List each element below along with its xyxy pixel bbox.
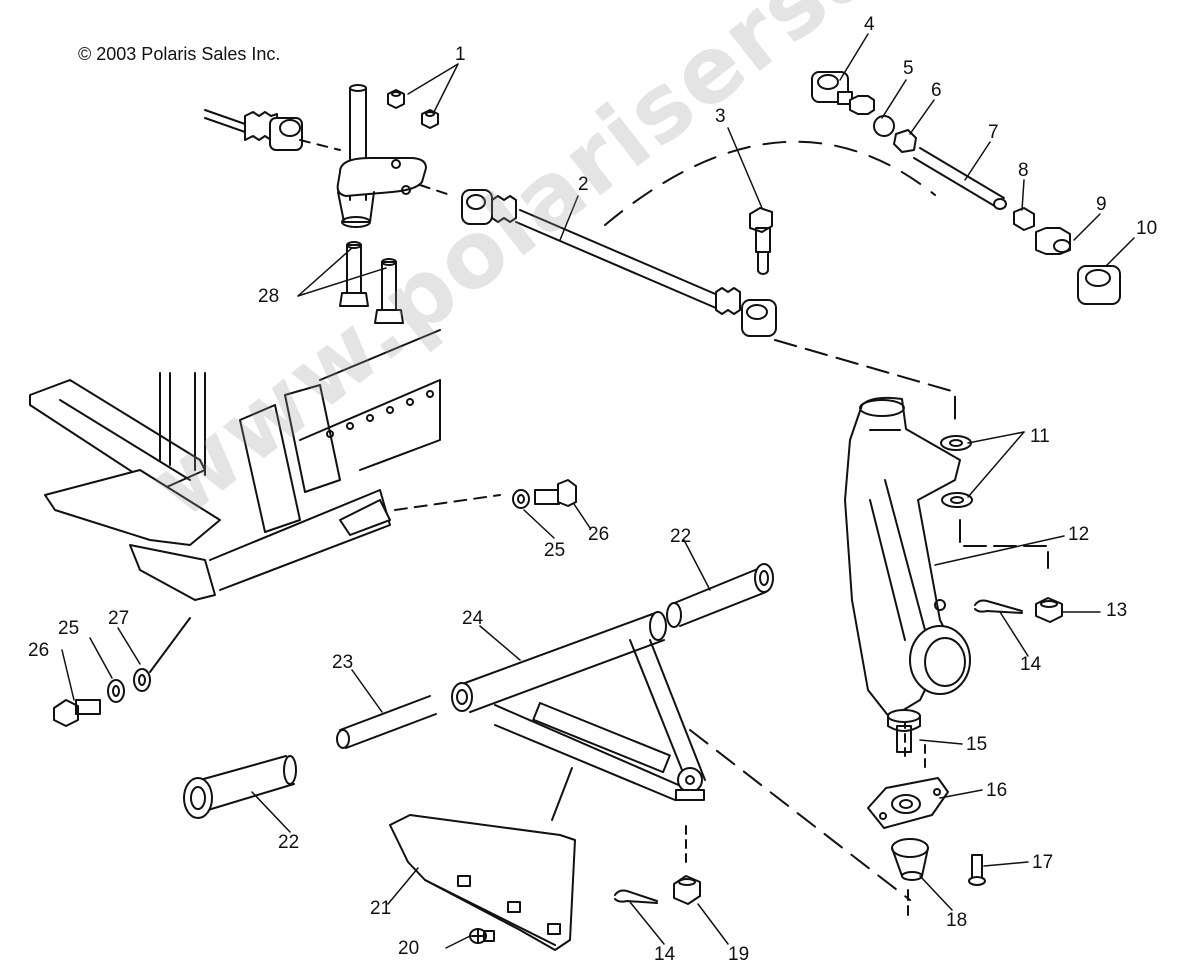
callout-26-left: 26 (28, 640, 49, 661)
callout-19: 19 (728, 944, 749, 965)
callout-15: 15 (966, 734, 987, 755)
callout-22-lower: 22 (278, 832, 299, 853)
callout-16: 16 (986, 780, 1007, 801)
callout-6: 6 (931, 80, 942, 101)
callout-9: 9 (1096, 194, 1107, 215)
callout-27: 27 (108, 608, 129, 629)
callout-4: 4 (864, 14, 875, 35)
steering-post-assembly (204, 84, 451, 324)
callout-1: 1 (455, 44, 466, 65)
callout-3: 3 (715, 106, 726, 127)
callout-24: 24 (462, 608, 484, 629)
callout-28: 28 (258, 286, 279, 307)
callout-13: 13 (1106, 600, 1127, 621)
callout-20: 20 (398, 938, 419, 959)
callout-22-upper: 22 (670, 526, 691, 547)
callout-17: 17 (1032, 852, 1053, 873)
callout-23: 23 (332, 652, 353, 673)
tie-rod (461, 140, 956, 421)
frame (29, 329, 501, 601)
callout-25-left: 25 (58, 618, 79, 639)
cotter-and-nut-bottom (614, 825, 701, 905)
bushing-22-lower (183, 755, 297, 819)
copyright-notice: © 2003 Polaris Sales Inc. (78, 44, 281, 64)
plate-16 (867, 777, 949, 829)
screw-20 (469, 928, 495, 944)
leader-lines (61, 33, 1135, 949)
bolt-3 (749, 207, 773, 275)
callout-18: 18 (946, 910, 967, 931)
callout-2: 2 (578, 174, 589, 195)
callout-5: 5 (903, 58, 914, 79)
pin-17 (968, 854, 986, 886)
bolt-and-washers-left (53, 617, 191, 727)
callout-14-right: 14 (1020, 654, 1042, 675)
callout-26-upper: 26 (588, 524, 609, 545)
boot-18 (891, 838, 929, 916)
callout-11: 11 (1030, 426, 1050, 447)
cotter-and-nut-right (974, 597, 1063, 623)
bolt-15 (887, 709, 926, 772)
a-arm (451, 611, 911, 901)
washers-11 (940, 435, 1049, 569)
callout-labels: 1 2 3 4 5 6 7 8 9 10 11 12 13 14 15 16 1… (28, 14, 1157, 965)
bolt-and-washer-upper (512, 479, 577, 509)
callout-7: 7 (988, 122, 999, 143)
callout-21: 21 (370, 898, 391, 919)
bushing-22-upper (666, 563, 774, 628)
callout-8: 8 (1018, 160, 1029, 181)
tie-rod-kit (811, 71, 1121, 305)
callout-14-bottom: 14 (654, 944, 676, 965)
callout-12: 12 (1068, 524, 1089, 545)
skid-plate (389, 767, 576, 951)
spindle (844, 396, 971, 761)
callout-10: 10 (1136, 218, 1157, 239)
callout-25-upper: 25 (544, 540, 565, 561)
pivot-tube-23 (336, 695, 437, 749)
